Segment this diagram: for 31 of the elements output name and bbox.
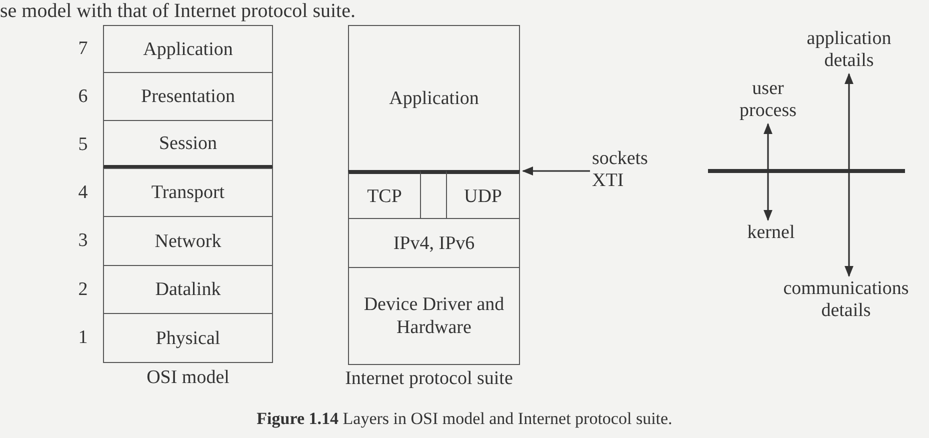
stack-caption: Internet protocol suite — [344, 368, 514, 390]
annotation-text: communications details — [776, 278, 916, 322]
layer-box: Transport — [103, 168, 273, 217]
layer-number: 2 — [77, 278, 89, 300]
annotation-text: kernel — [736, 222, 806, 246]
layer-box: Presentation — [103, 72, 273, 121]
layer-box: UDP — [446, 170, 520, 219]
layer-box: TCP — [348, 170, 421, 219]
annotation-text: sockets XTI — [592, 148, 664, 192]
layer-box: Session — [103, 120, 273, 169]
stack-caption: OSI model — [146, 367, 230, 389]
arrow — [764, 122, 772, 222]
layer-number: 5 — [77, 134, 89, 156]
layer-box: Application — [348, 25, 520, 171]
layer-box: IPv4, IPv6 — [348, 218, 520, 268]
layer-box: Physical — [103, 313, 273, 363]
layer-number: 6 — [77, 86, 89, 108]
page-text: se model with that of Internet protocol suite. — [0, 0, 356, 22]
arrow — [844, 72, 854, 278]
figure-caption: Figure 1.14 Layers in OSI model and Internet protocol suite. — [256, 408, 674, 430]
layer-box: Application — [103, 25, 273, 73]
layer-number: 1 — [77, 327, 89, 349]
layer-box: Device Driver and Hardware — [348, 267, 520, 365]
layer-number: 4 — [77, 182, 89, 204]
layer-box: Datalink — [103, 265, 273, 314]
layer-number: 3 — [77, 230, 89, 252]
annotation-text: application details — [795, 28, 903, 72]
layer-number: 7 — [77, 38, 89, 60]
arrow — [522, 166, 590, 176]
layer-box: Network — [103, 216, 273, 266]
annotation-text: user process — [722, 78, 814, 122]
